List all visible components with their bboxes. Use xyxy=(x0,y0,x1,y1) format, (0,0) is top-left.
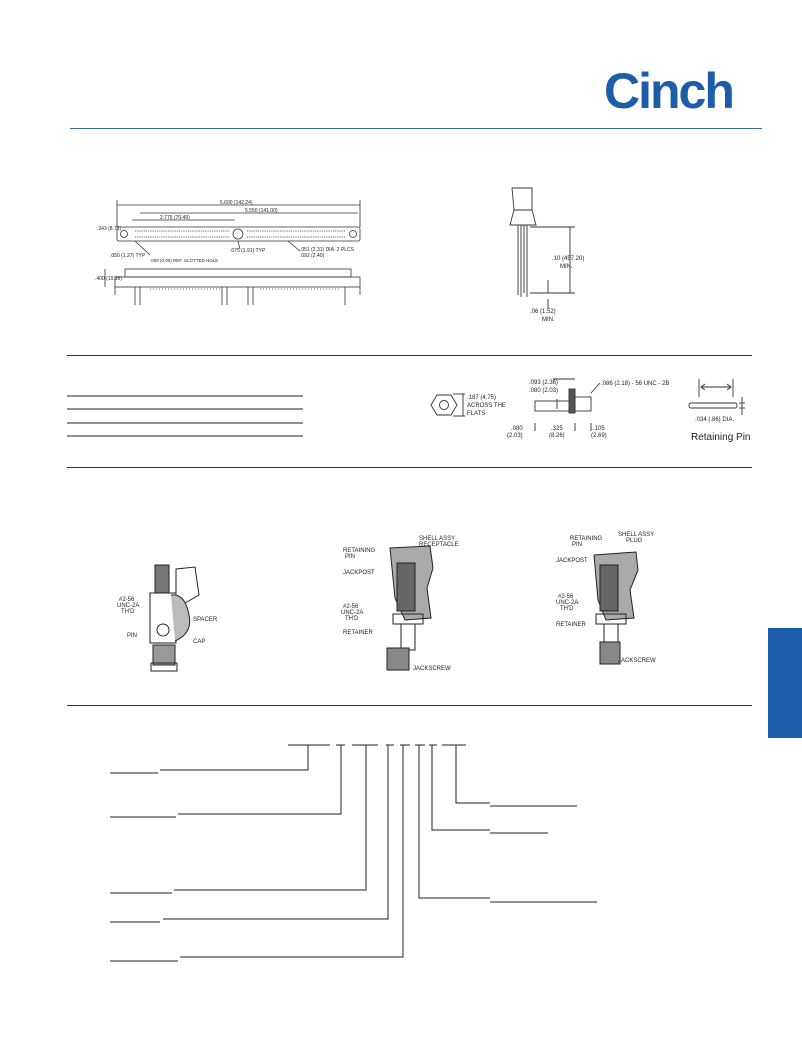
screw-b1b: (2.03) xyxy=(507,433,523,439)
asm3-thread3: TH'D xyxy=(560,606,574,612)
dim-tip: .050 (1.27) TYP xyxy=(110,253,146,259)
hex-label-line3: FLATS xyxy=(467,411,485,417)
dim-inner: 5.550 (141.00) xyxy=(245,208,278,214)
asm3-retainer: RETAINER xyxy=(556,622,587,628)
asm3-shell1: SHELL ASSY xyxy=(618,532,654,538)
screw-thread: .086 (2.18) - 56 UNC - 2B xyxy=(601,381,669,387)
asm3-thread2: UNC-2A xyxy=(556,600,578,606)
pin-length-line1: .10 (457.20) xyxy=(552,256,584,262)
screw-b3b: (2.69) xyxy=(591,433,607,439)
dim-clip-note: .000 (0.00) REF. SLOTTED HOLE xyxy=(150,258,218,263)
screw-top1: .093 (2.36) xyxy=(529,380,558,386)
asm3-retpin2: PIN xyxy=(572,542,582,548)
screw-b1a: .080 xyxy=(511,426,523,432)
retaining-dia: .034 (.86) DIA. xyxy=(695,417,734,423)
hex-label-line1: .187 (4.75) xyxy=(467,395,496,401)
asm2-retpin1: RETAINING xyxy=(343,548,376,554)
pin-drawing: .10 (457.20) MIN. .06 (1.52) MIN. xyxy=(509,187,584,323)
connector-dimension-drawing: 5.600 (142.24) 5.550 (141.00) 2.775 (70.… xyxy=(95,200,361,305)
dim-half: 2.775 (70.49) xyxy=(160,215,190,221)
dim-hole-note: .051 (2.31) DIA. 2 PLCS xyxy=(300,247,355,253)
dim-pitch: .075 (1.91) TYP xyxy=(230,248,266,254)
asm3-retpin1: RETAINING xyxy=(570,536,603,542)
pin-bottom-line1: .06 (1.52) xyxy=(530,309,556,315)
asm2-retpin2: PIN xyxy=(345,554,355,560)
asm1-cap: CAP xyxy=(193,639,205,645)
dim-side-height: .400 (10.16) xyxy=(95,276,122,282)
asm3-jackpost: JACKPOST xyxy=(556,558,588,564)
pin-bottom-line2: MIN. xyxy=(542,317,555,323)
asm3-shell2: PLUG xyxy=(626,538,643,544)
dim-overall: 5.600 (142.24) xyxy=(220,200,253,206)
section-rule xyxy=(67,355,752,356)
assembly-2-drawing: SHELL ASSY RECEPTACLE RETAINING PIN JACK… xyxy=(341,536,459,672)
screw-b2a: .325 xyxy=(551,426,563,432)
hex-label-line2: ACROSS THE xyxy=(467,403,506,409)
dim-hole-note2: .092 (2.40) xyxy=(300,253,325,259)
screw-b3a: .105 xyxy=(593,426,605,432)
screw-top2: .080 (2.03) xyxy=(529,388,558,394)
asm2-thread3: TH'D xyxy=(345,616,359,622)
asm2-shell1: SHELL ASSY xyxy=(419,536,455,542)
asm2-thread1: #2-56 xyxy=(343,604,359,610)
screw-drawing: .093 (2.36) .080 (2.03) .086 (2.18) - 56… xyxy=(507,378,669,439)
assembly-1-drawing: #2-56 UNC-2A TH'D SPACER PIN CAP xyxy=(117,564,218,672)
dim-height: .343 (8.71) xyxy=(97,226,122,232)
screw-b2b: (8.26) xyxy=(549,433,565,439)
spec-table-lines xyxy=(67,395,303,437)
section-rule xyxy=(67,705,752,706)
assembly-3-drawing: RETAINING PIN SHELL ASSY PLUG JACKPOST #… xyxy=(556,532,656,665)
asm1-thread1: #2-56 xyxy=(119,597,135,603)
asm2-jackscrew: JACKSCREW xyxy=(413,666,451,672)
asm3-jackscrew: JACKSCREW xyxy=(618,658,656,664)
section-rule xyxy=(67,467,752,468)
retaining-title: Retaining Pin xyxy=(691,432,750,443)
asm1-thread3: TH'D xyxy=(121,609,135,615)
hex-nut-drawing: .187 (4.75) ACROSS THE FLATS xyxy=(430,393,506,417)
retaining-pin-drawing: .034 (.86) DIA. Retaining Pin xyxy=(688,379,750,443)
part-number-diagram xyxy=(110,744,597,962)
asm1-thread2: UNC-2A xyxy=(117,603,139,609)
brand-logo: Cinch xyxy=(604,63,735,119)
side-tab xyxy=(768,628,802,738)
asm3-thread1: #2-56 xyxy=(558,594,574,600)
header-rule xyxy=(70,128,762,129)
asm2-jackpost: JACKPOST xyxy=(343,570,375,576)
asm2-retainer: RETAINER xyxy=(343,630,374,636)
asm2-thread2: UNC-2A xyxy=(341,610,363,616)
asm1-spacer: SPACER xyxy=(193,617,218,623)
asm1-pin: PIN xyxy=(127,633,137,639)
asm2-shell2: RECEPTACLE xyxy=(419,542,459,548)
pin-length-line2: MIN. xyxy=(560,264,573,270)
